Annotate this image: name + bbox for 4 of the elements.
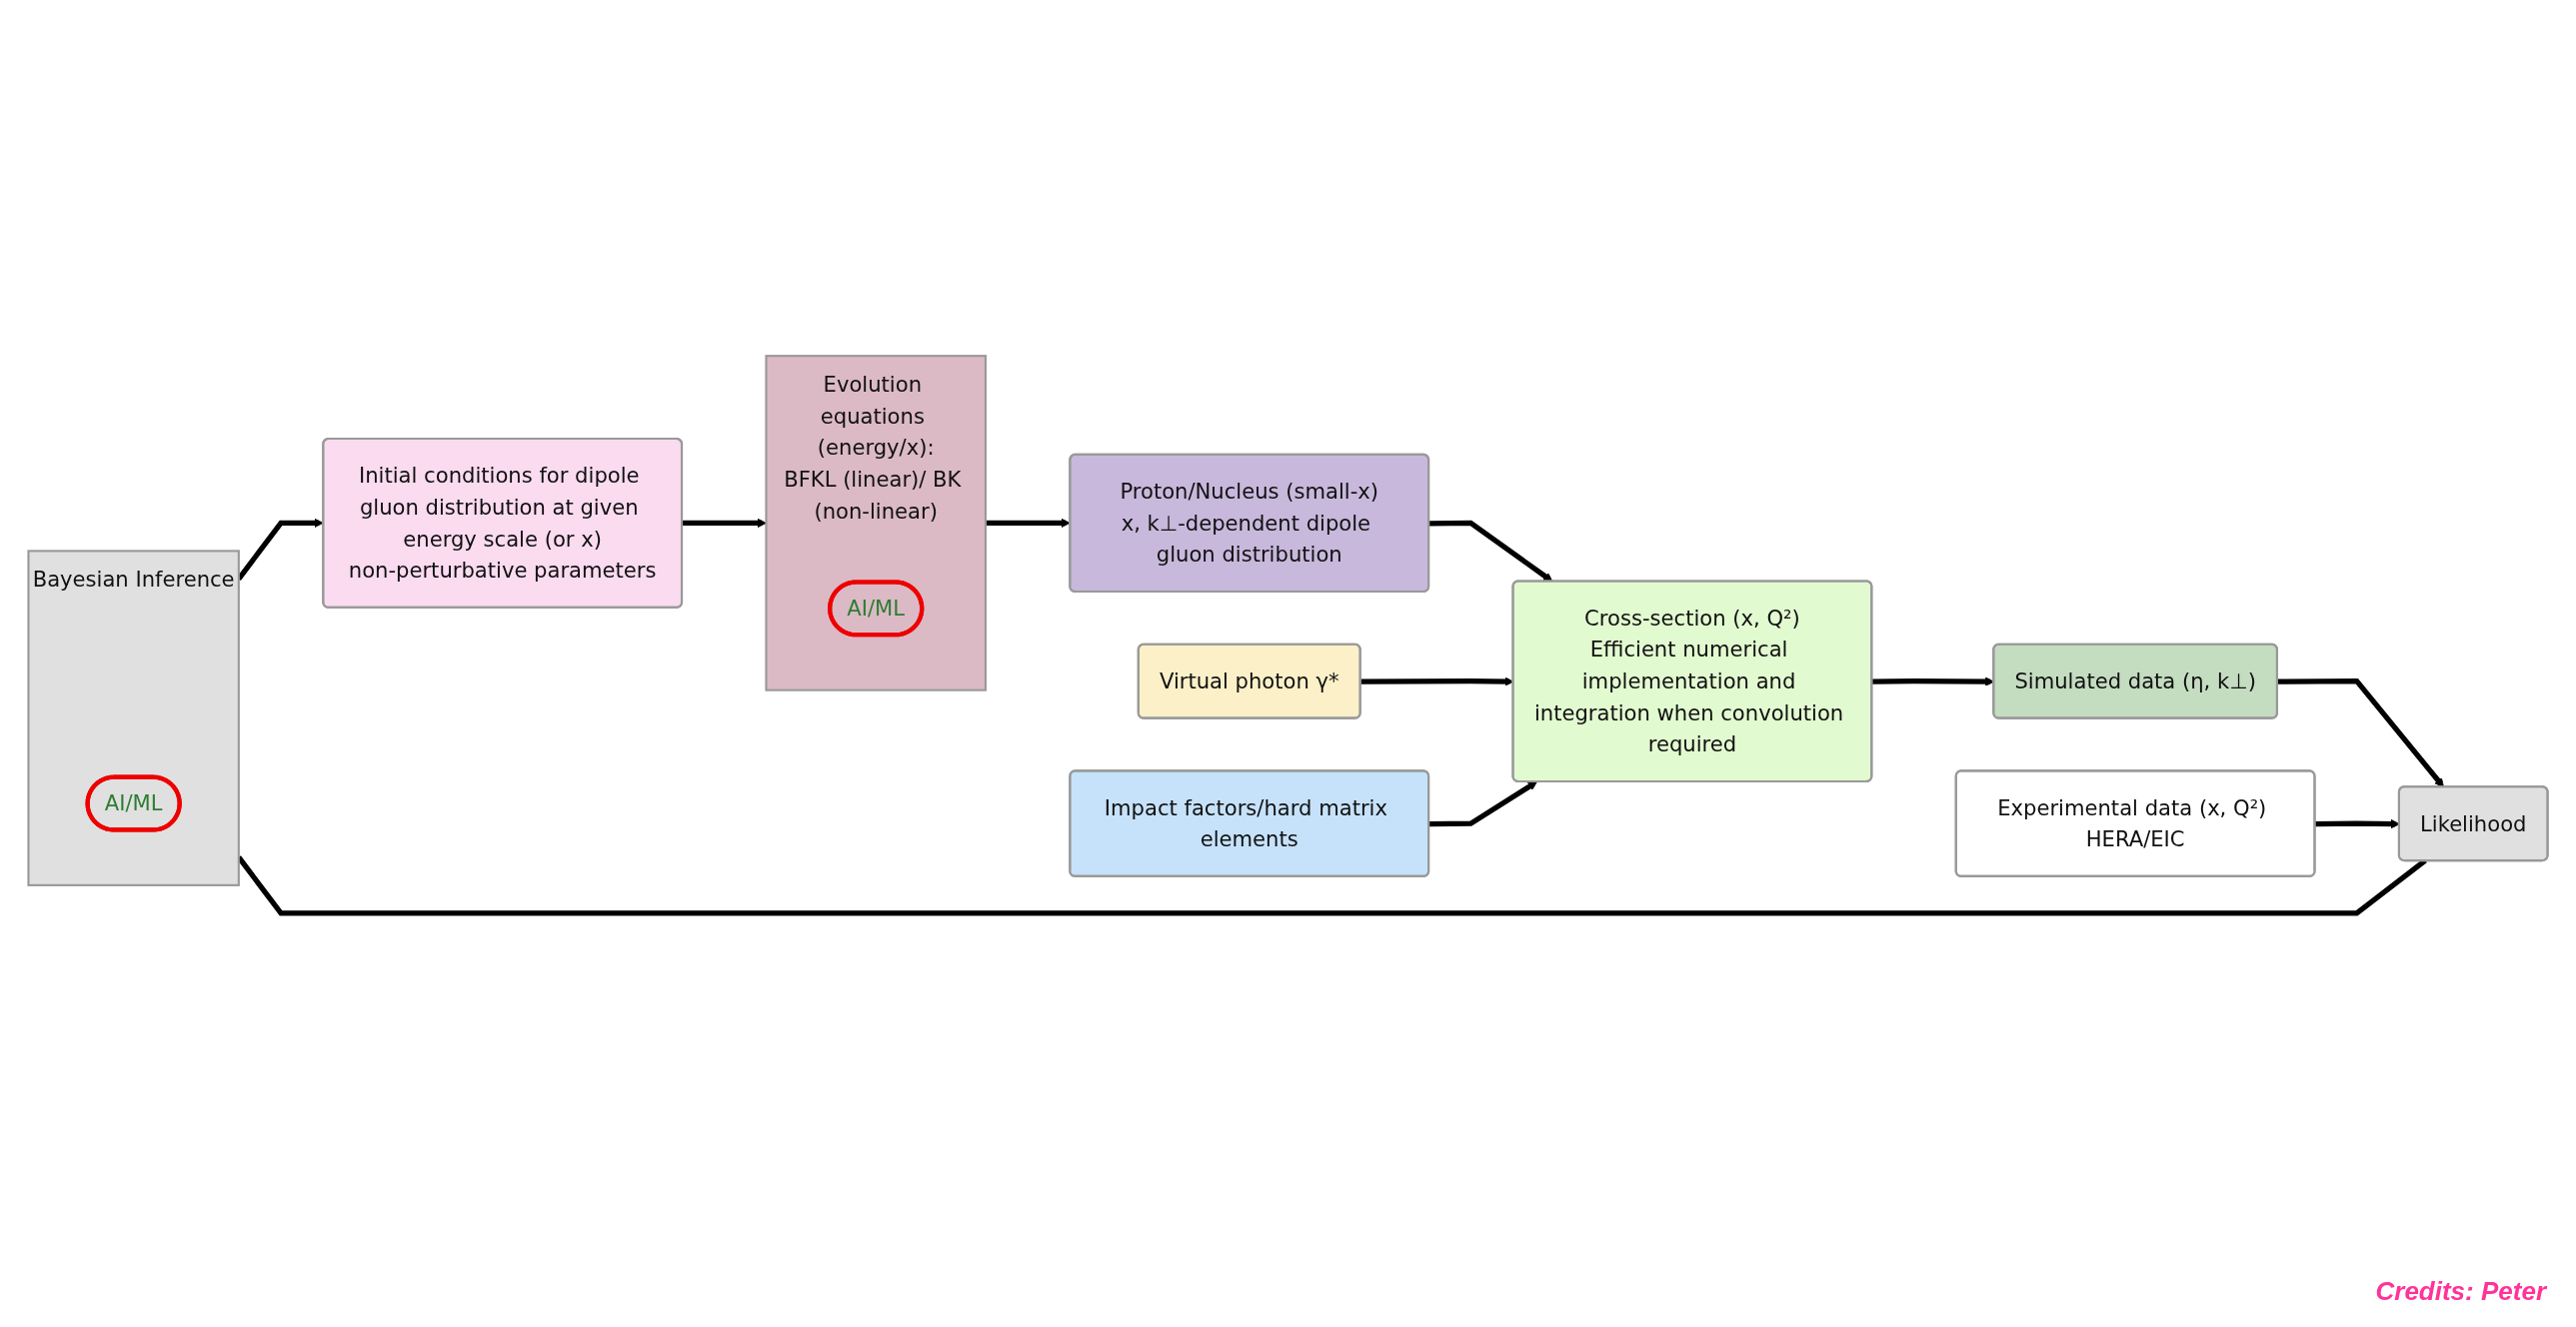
arrow (985, 518, 1071, 529)
credits-note: Credits: Peter (2375, 1276, 2546, 1307)
arrow (1428, 781, 1537, 827)
arrow (682, 518, 767, 529)
